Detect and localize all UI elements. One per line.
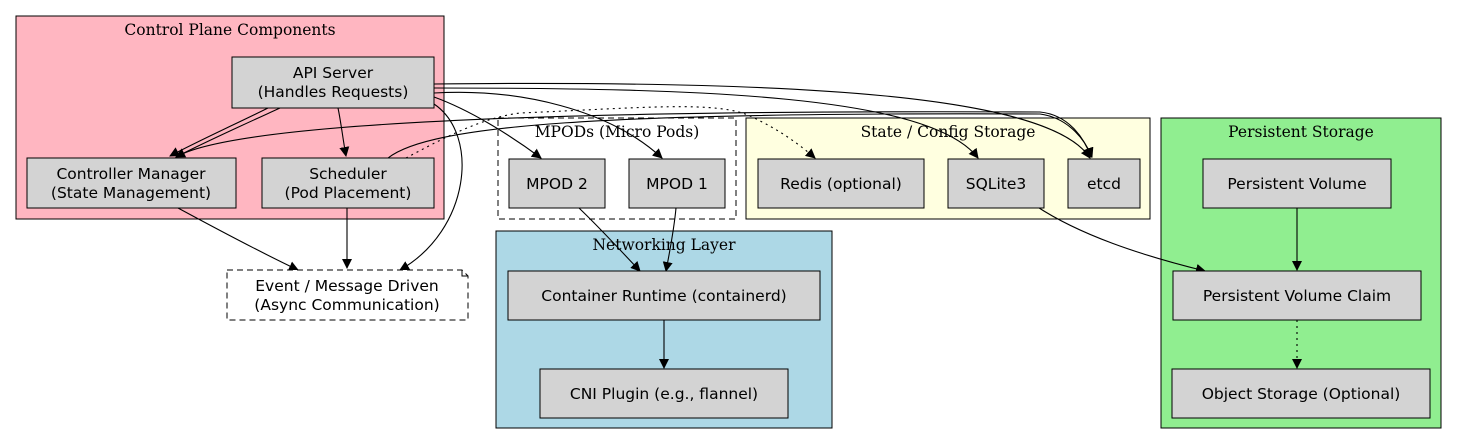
node-etcd[interactable]: etcd xyxy=(1067,158,1141,209)
cluster-mpods-label: MPODs (Micro Pods) xyxy=(535,123,700,141)
edge-api-to-scheduler xyxy=(337,107,350,157)
edge-scheduler-to-etcd xyxy=(387,113,1094,159)
node-label-line: MPOD 2 xyxy=(526,175,588,193)
node-label-line: Redis (optional) xyxy=(780,175,902,193)
edges xyxy=(169,82,1302,369)
node-object-storage[interactable]: Object Storage (Optional) xyxy=(1171,368,1431,419)
node-label-line: Persistent Volume Claim xyxy=(1203,287,1391,305)
node-label-line: etcd xyxy=(1087,175,1121,193)
node-label-line: (Pod Placement) xyxy=(285,184,412,202)
node-scheduler[interactable]: Scheduler (Pod Placement) xyxy=(261,157,435,209)
edge-controller-to-etcd xyxy=(175,111,1093,158)
node-api-server[interactable]: API Server (Handles Requests) xyxy=(231,56,435,109)
cluster-state-storage-label: State / Config Storage xyxy=(861,123,1036,141)
node-label-line: Event / Message Driven xyxy=(255,277,439,295)
node-label-line: Object Storage (Optional) xyxy=(1202,385,1401,403)
node-label-line: CNI Plugin (e.g., flannel) xyxy=(570,385,758,403)
edge-sqlite-to-pvc xyxy=(1035,205,1206,274)
cluster-control-plane-label: Control Plane Components xyxy=(124,21,335,39)
edge-api-to-sqlite xyxy=(433,87,979,159)
node-label-line: Persistent Volume xyxy=(1227,175,1366,193)
node-persistent-volume[interactable]: Persistent Volume xyxy=(1202,158,1392,209)
cluster-mpods: MPODs (Micro Pods) xyxy=(497,117,737,220)
node-label-line: API Server xyxy=(293,64,374,82)
edge-api-to-etcd xyxy=(433,82,1091,159)
node-label-line: Container Runtime (containerd) xyxy=(541,287,786,305)
node-controller-manager[interactable]: Controller Manager (State Management) xyxy=(26,157,237,209)
node-label-line: (Handles Requests) xyxy=(258,83,409,101)
node-cni-plugin[interactable]: CNI Plugin (e.g., flannel) xyxy=(539,368,789,419)
node-mpod2[interactable]: MPOD 2 xyxy=(508,158,606,209)
node-label-line: (State Management) xyxy=(51,184,211,202)
node-container-runtime[interactable]: Container Runtime (containerd) xyxy=(507,270,821,321)
node-label-line: SQLite3 xyxy=(966,175,1026,193)
cluster-networking-label: Networking Layer xyxy=(592,236,736,254)
node-sqlite3[interactable]: SQLite3 xyxy=(947,158,1045,209)
edge-api-to-mpod2 xyxy=(433,96,542,159)
cluster-persistent-storage-label: Persistent Storage xyxy=(1228,123,1374,141)
edge-controller-to-event xyxy=(177,207,299,271)
edge-api-to-mpod1 xyxy=(433,91,663,159)
node-label-line: MPOD 1 xyxy=(646,175,708,193)
node-mpod1[interactable]: MPOD 1 xyxy=(628,158,726,209)
node-label-line: Controller Manager xyxy=(56,165,206,183)
node-persistent-volume-claim[interactable]: Persistent Volume Claim xyxy=(1172,270,1422,321)
node-label-line: Scheduler xyxy=(309,165,387,183)
edge-mpod2-to-runtime xyxy=(578,207,641,272)
node-label-line: (Async Communication) xyxy=(254,296,439,314)
edge-api-to-event xyxy=(399,103,463,271)
node-redis[interactable]: Redis (optional) xyxy=(757,158,925,209)
edge-mpod1-to-runtime xyxy=(662,207,677,272)
node-event-message-driven[interactable]: Event / Message Driven (Async Communicat… xyxy=(226,269,469,321)
